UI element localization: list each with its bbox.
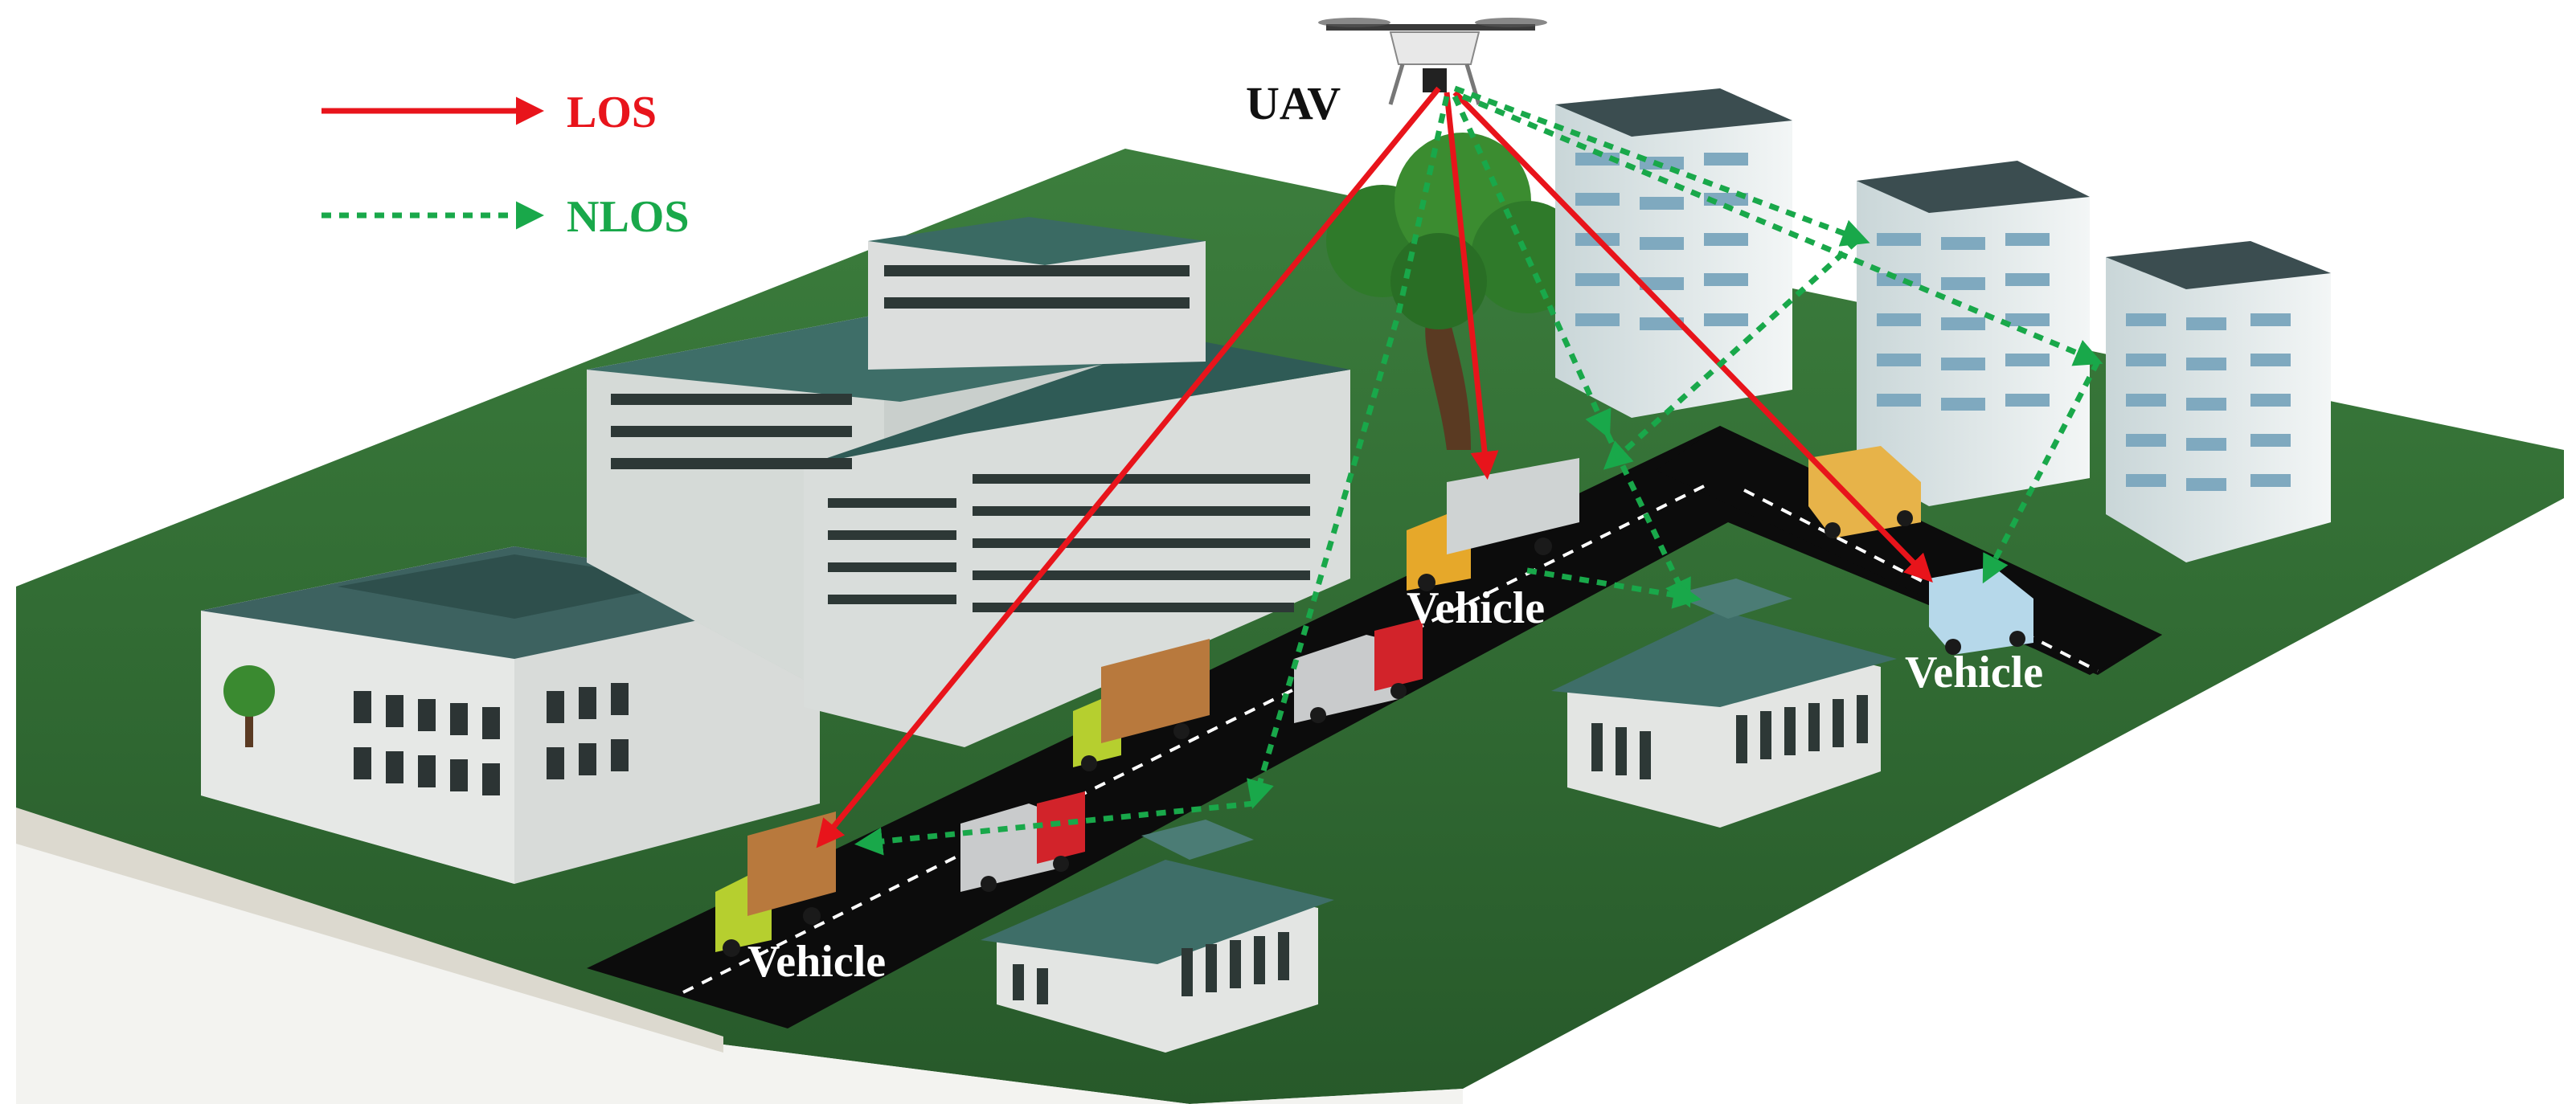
truck-icon [715,812,836,957]
los-link [816,86,1441,848]
vehicle-label: Vehicle [1905,648,2043,697]
nlos-link [1452,95,1612,440]
uav-label: UAV [1246,77,1341,129]
nlos-link [1604,432,1691,608]
truck-icon [960,791,1085,892]
nlos-link [1461,93,2103,366]
los-links [816,86,1933,848]
nlos-link [1603,239,1859,470]
van-icon [1808,446,1921,538]
legend-los-label: LOS [567,88,657,137]
vehicle-label: Vehicle [1407,583,1545,633]
office-building-icon [201,546,820,884]
van-icon [1929,566,2033,655]
drone-icon [1318,18,1547,105]
tree-icon [223,665,275,747]
nlos-link [1982,360,2101,584]
nlos-link [1453,85,1870,247]
legend-nlos-label: NLOS [567,192,690,242]
nlos-link [1526,567,1702,609]
tower-building-icon [2106,241,2331,562]
nlos-link [1247,96,1450,809]
truck-icon [1294,619,1423,723]
nlos-link [854,800,1255,856]
pavilion-building-icon [981,820,1334,1053]
truck-icon [1407,458,1579,591]
tower-building-icon [1857,161,2090,506]
los-link [1452,90,1933,583]
office-building-icon [587,217,1350,747]
los-link [1444,92,1499,480]
vehicle-label: Vehicle [747,937,886,987]
nlos-links [854,85,2103,856]
pavilion-building-icon [1551,579,1897,828]
truck-icon [1073,639,1210,771]
legend: LOS NLOS [321,88,690,242]
